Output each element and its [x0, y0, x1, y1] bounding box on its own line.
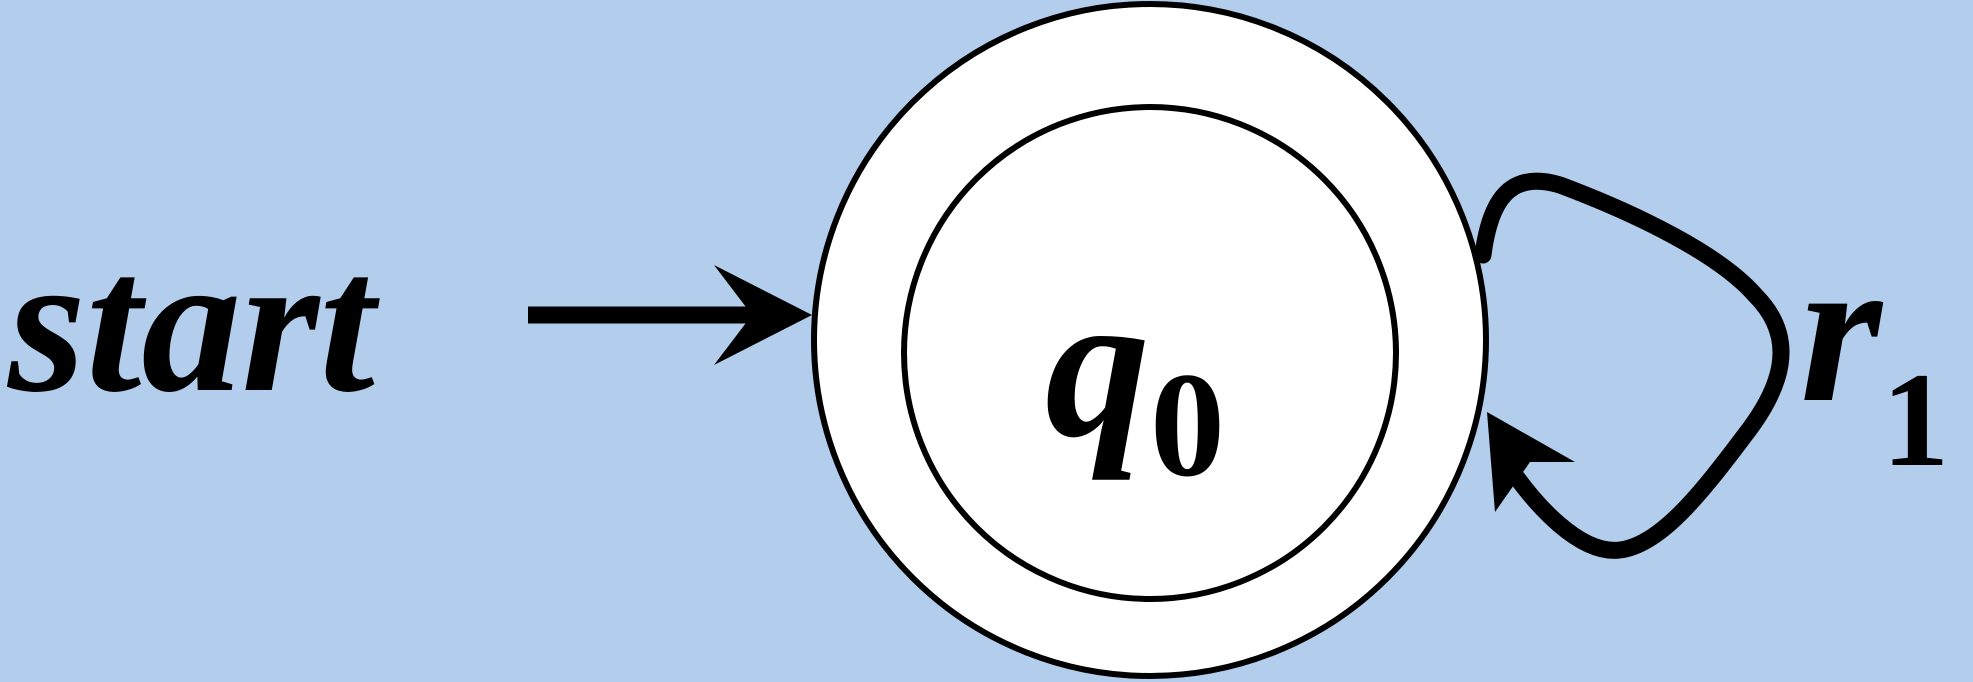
self-loop-path [1474, 172, 1790, 559]
state-q0-inner-circle [901, 104, 1399, 602]
transition-label-subscript: 1 [1882, 346, 1950, 495]
transition-label: r1 [1800, 214, 1949, 495]
self-loop-transition [1474, 172, 1790, 559]
state-q0-label: q0 [1045, 249, 1225, 508]
state-q0: q0 [811, 1, 1489, 679]
state-q0-subscript: 0 [1150, 342, 1225, 508]
transition-label-main: r [1800, 214, 1884, 446]
start-label: start [6, 213, 380, 434]
self-loop-arrow-head [1487, 412, 1575, 512]
state-q0-name: q [1045, 249, 1150, 481]
start-arrow-head [714, 265, 812, 365]
